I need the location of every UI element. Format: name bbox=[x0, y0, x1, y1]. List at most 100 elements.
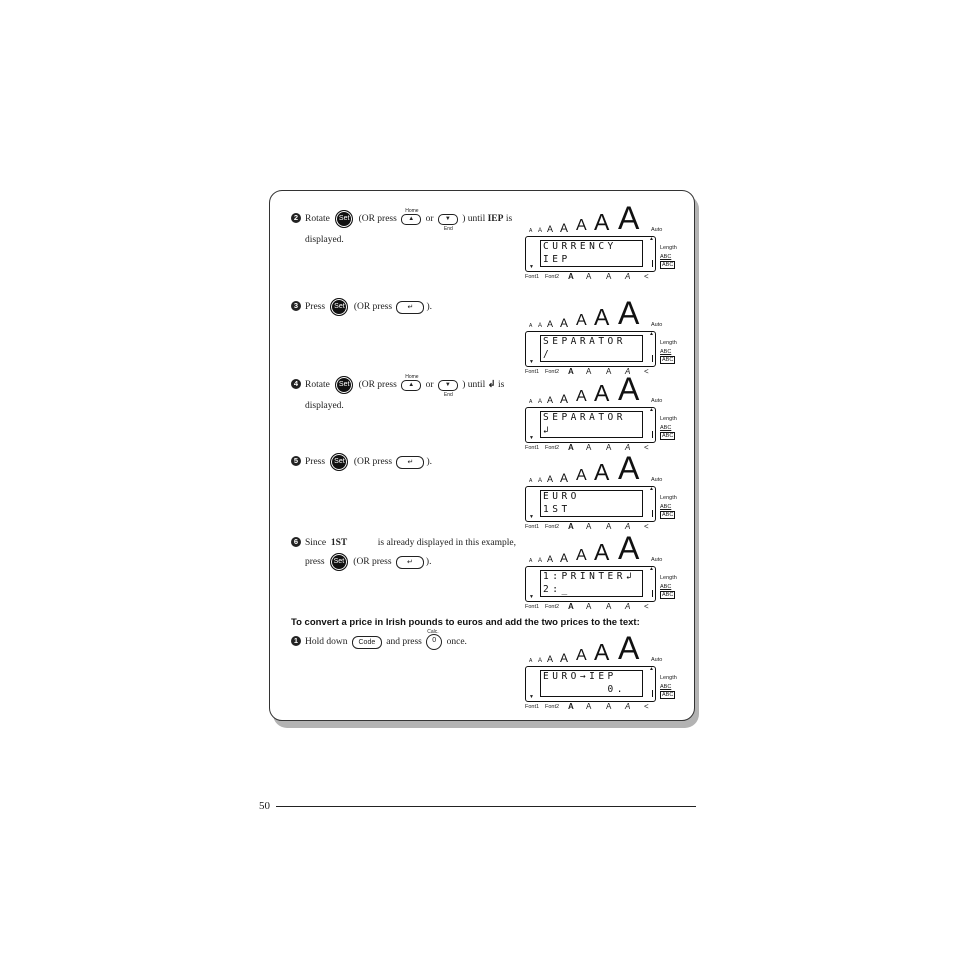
style-glyph: A bbox=[606, 272, 612, 281]
style-glyph: Font1 bbox=[525, 524, 540, 530]
style-glyph: A bbox=[568, 272, 574, 281]
size-glyph: A bbox=[547, 654, 554, 664]
lcd-line-1: EURO bbox=[543, 491, 580, 502]
abc-box-label: ABC bbox=[660, 432, 676, 440]
style-glyph: < bbox=[644, 367, 649, 376]
section-heading: To convert a price in Irish pounds to eu… bbox=[291, 617, 640, 628]
cursor-bar bbox=[652, 260, 654, 267]
length-label: Length bbox=[660, 675, 677, 681]
style-glyph: A bbox=[606, 522, 612, 531]
lcd-line-1: SEPARATOR bbox=[543, 412, 626, 423]
style-glyph: A bbox=[606, 367, 612, 376]
step-number: 5 bbox=[291, 456, 301, 467]
style-glyph: A bbox=[568, 702, 574, 711]
size-glyph: A bbox=[538, 399, 543, 405]
triangle-down-icon: ▼ bbox=[529, 695, 534, 700]
style-glyph: Font2 bbox=[545, 524, 560, 530]
down-arrow-key-icon: ▼End bbox=[437, 379, 458, 398]
abc-box-label: ABC bbox=[660, 691, 676, 699]
size-glyph: A bbox=[618, 371, 640, 407]
lcd-line-2: / bbox=[543, 349, 553, 360]
abc-underline-label: ABC bbox=[660, 503, 672, 510]
set-button-icon: Set bbox=[335, 376, 354, 394]
size-glyph: A bbox=[547, 395, 554, 405]
size-glyph: A bbox=[560, 471, 569, 485]
step-number: 4 bbox=[291, 379, 301, 390]
abc-underline-label: ABC bbox=[660, 583, 672, 590]
style-glyph: A bbox=[568, 522, 574, 531]
lcd-frame bbox=[525, 666, 656, 702]
up-arrow-key-icon: ▲Home bbox=[401, 208, 422, 225]
style-glyph: A bbox=[625, 602, 631, 611]
lcd-frame bbox=[525, 236, 656, 272]
triangle-down-icon: ▼ bbox=[529, 436, 534, 441]
style-glyph: < bbox=[644, 522, 649, 531]
footer-rule bbox=[276, 806, 696, 807]
length-label: Length bbox=[660, 575, 677, 581]
size-glyph: A bbox=[594, 639, 610, 665]
length-label: Length bbox=[660, 245, 677, 251]
cursor-bar bbox=[652, 510, 654, 517]
style-glyph: A bbox=[568, 602, 574, 611]
auto-label: Auto bbox=[651, 657, 663, 663]
style-glyph: A bbox=[568, 443, 574, 452]
abc-box-label: ABC bbox=[660, 356, 676, 364]
size-glyph: A bbox=[538, 558, 543, 564]
style-glyph: < bbox=[644, 443, 649, 452]
style-glyph: Font1 bbox=[525, 704, 540, 710]
style-glyph: Font2 bbox=[545, 604, 560, 610]
size-glyph: A bbox=[618, 530, 640, 566]
auto-label: Auto bbox=[651, 477, 663, 483]
size-glyph: A bbox=[560, 551, 569, 565]
triangle-down-icon: ▼ bbox=[529, 265, 534, 270]
lcd-frame bbox=[525, 566, 656, 602]
size-glyph: A bbox=[594, 380, 610, 406]
length-label: Length bbox=[660, 340, 677, 346]
size-glyph: A bbox=[618, 295, 640, 331]
auto-label: Auto bbox=[651, 398, 663, 404]
abc-box-label: ABC bbox=[660, 591, 676, 599]
lcd-screen bbox=[540, 411, 643, 438]
style-glyph: Font1 bbox=[525, 369, 540, 375]
size-glyph: A bbox=[560, 651, 569, 665]
step-number: 6 bbox=[291, 537, 301, 547]
size-glyph: A bbox=[538, 478, 543, 484]
size-glyph: A bbox=[594, 304, 610, 330]
style-glyph: A bbox=[586, 367, 592, 376]
triangle-up-icon: ▲ bbox=[649, 567, 654, 572]
lcd-line-1: CURRENCY bbox=[543, 241, 617, 252]
style-glyph: A bbox=[586, 702, 592, 711]
lcd-frame bbox=[525, 486, 656, 522]
triangle-down-icon: ▼ bbox=[529, 515, 534, 520]
style-glyph: Font1 bbox=[525, 445, 540, 451]
set-button-icon: Set bbox=[329, 553, 348, 571]
set-button-icon: Set bbox=[330, 298, 349, 316]
size-glyph: A bbox=[547, 474, 554, 484]
set-button-icon: Set bbox=[330, 453, 349, 471]
lcd-screen bbox=[540, 490, 643, 517]
triangle-up-icon: ▲ bbox=[649, 332, 654, 337]
cursor-bar bbox=[652, 590, 654, 597]
style-glyph: A bbox=[586, 272, 592, 281]
lcd-line-2: ↲ bbox=[543, 425, 553, 436]
return-symbol-icon: ↲ bbox=[487, 380, 496, 391]
step-number: 1 bbox=[291, 636, 301, 647]
style-glyph: A bbox=[625, 522, 631, 531]
size-glyph: A bbox=[529, 399, 533, 405]
size-glyph: A bbox=[538, 323, 543, 329]
style-glyph: < bbox=[644, 602, 649, 611]
code-key-icon: Code bbox=[351, 635, 382, 649]
style-glyph: A bbox=[625, 702, 631, 711]
length-label: Length bbox=[660, 495, 677, 501]
